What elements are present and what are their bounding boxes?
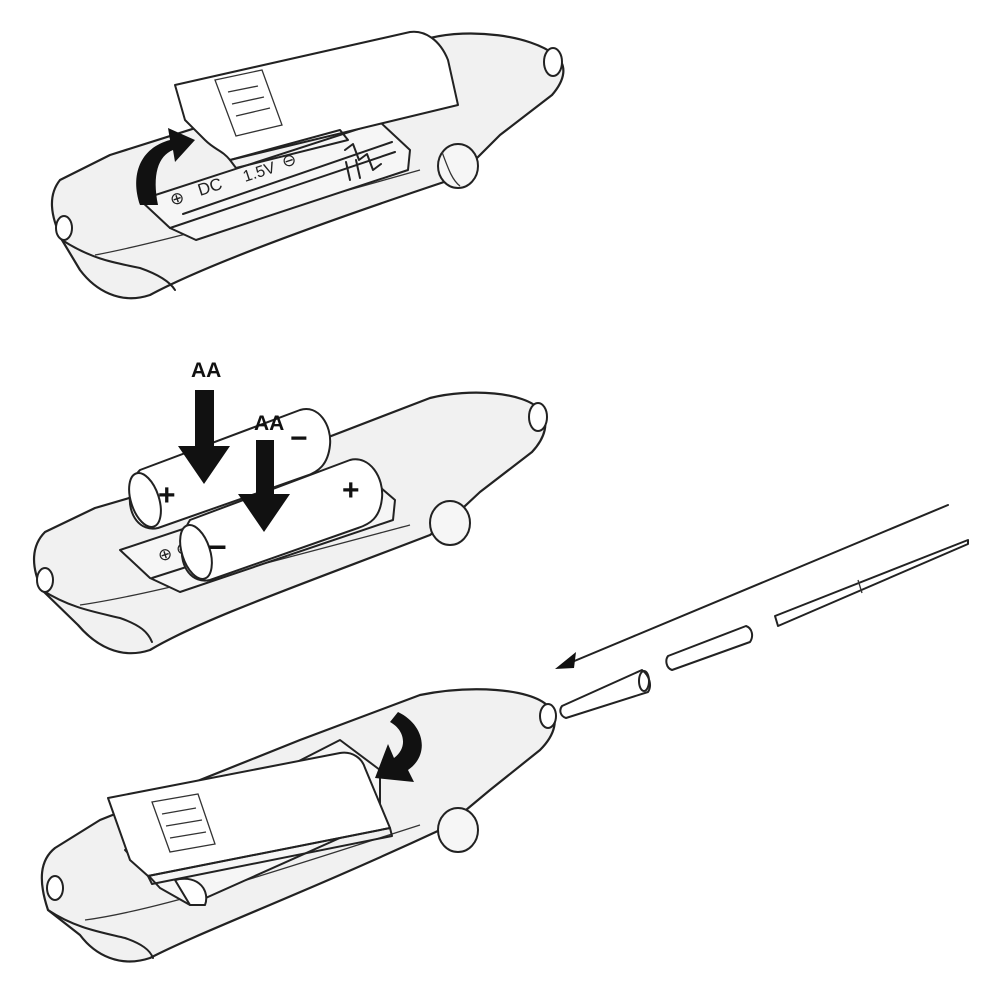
probe-sleeve: [665, 625, 754, 671]
battery-minus-sign: −: [290, 422, 308, 455]
nose-button: [528, 402, 548, 432]
battery-plus-sign: +: [158, 479, 176, 512]
end-knob: [46, 875, 64, 901]
probe-tip: [774, 539, 969, 627]
battery-aa-front: − +: [179, 458, 384, 582]
battery-plus-sign: +: [342, 474, 360, 507]
probe-assembly: [555, 504, 969, 719]
probe-cap: [559, 669, 651, 719]
battery-aa-back: + −: [128, 407, 332, 530]
left-arrow-head: [555, 652, 576, 669]
polarity-plus-marking: ⊕: [167, 187, 186, 209]
probe-connector: [539, 703, 557, 729]
battery-minus-sign: −: [208, 529, 227, 565]
side-button: [437, 143, 479, 189]
battery-label-aa: AA: [254, 412, 284, 435]
curved-down-arrow: [375, 712, 422, 782]
battery-label-aa: AA: [191, 359, 221, 382]
end-knob: [55, 215, 73, 241]
curved-up-arrow: [136, 128, 195, 205]
polarity-plus-marking: ⊕: [155, 543, 174, 565]
nose-button: [543, 47, 563, 77]
step-2-insert-batteries: ⊕ ⊖ + − − + AA AA: [32, 359, 548, 655]
end-knob: [36, 567, 54, 593]
step-3-close-cover: [40, 688, 557, 963]
battery-cover-open: [174, 30, 459, 161]
side-button: [429, 500, 471, 546]
side-button: [437, 807, 479, 853]
step-1-open-cover: ⊕ DC 1.5V ⊖: [50, 30, 565, 300]
down-arrow: [238, 440, 290, 532]
down-arrow: [178, 390, 230, 484]
